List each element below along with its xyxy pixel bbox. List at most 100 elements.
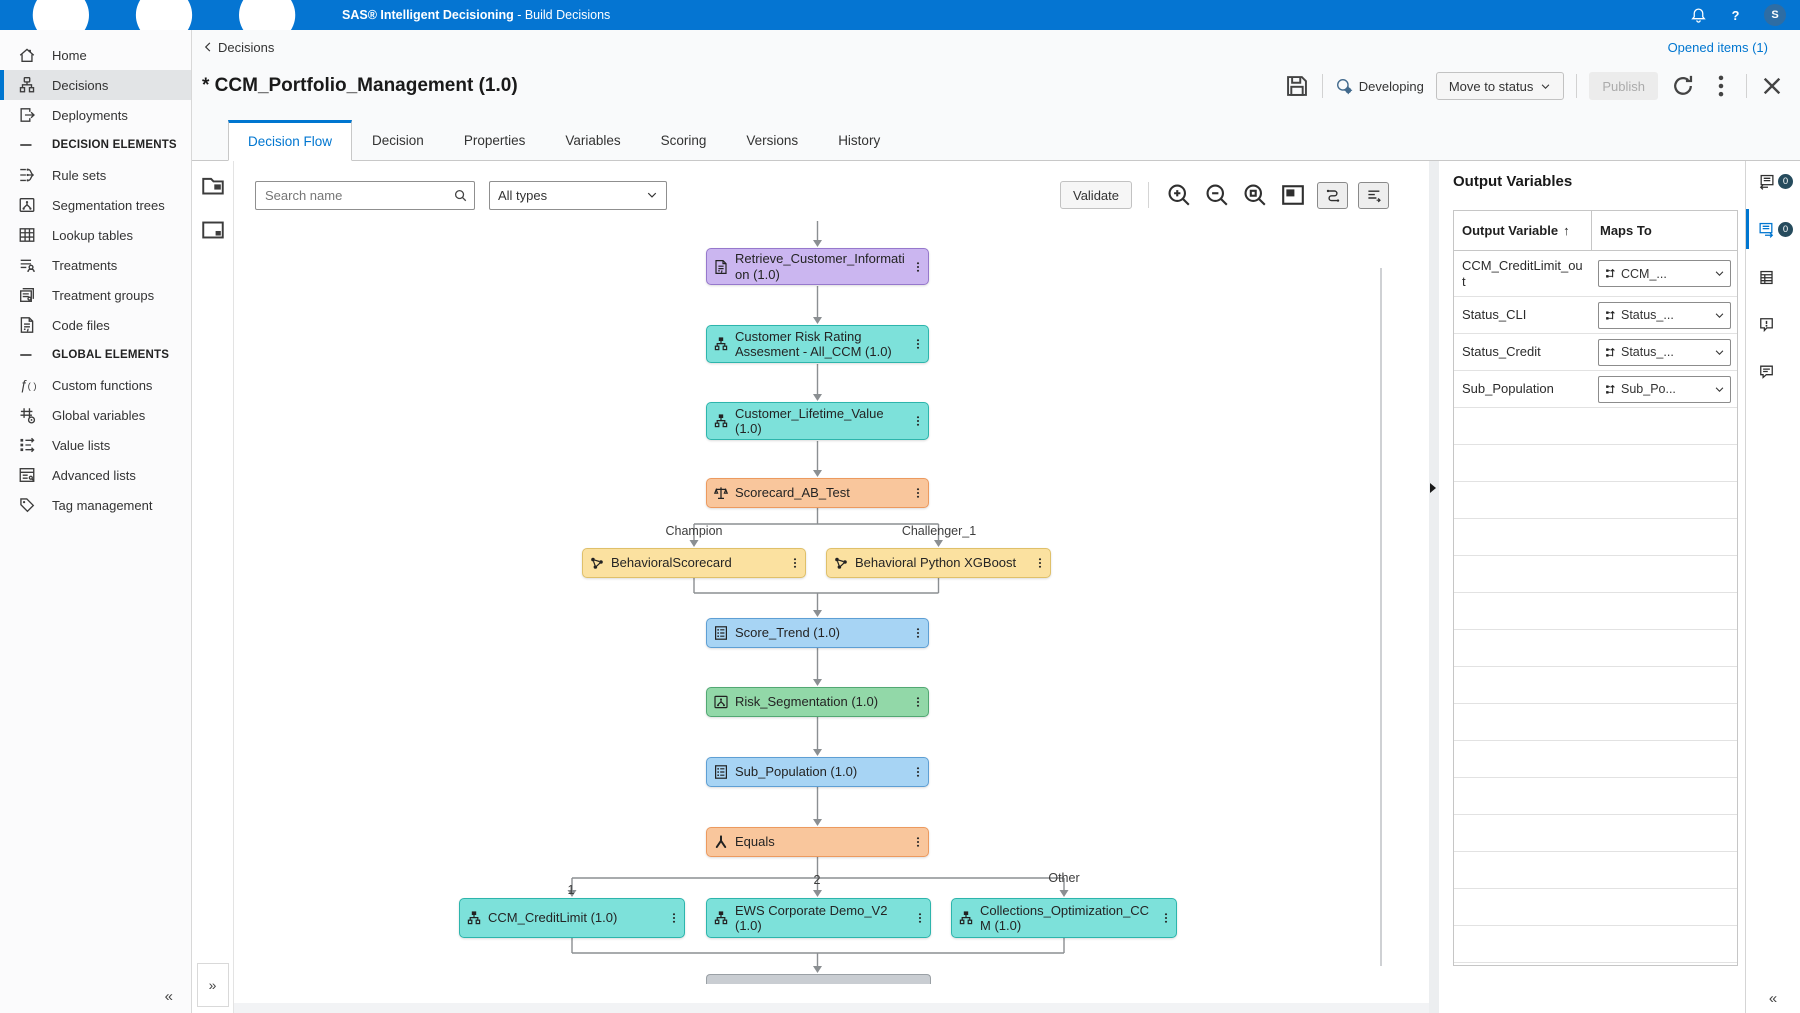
zoom-out-icon[interactable]: [1203, 181, 1231, 209]
node-menu-icon[interactable]: [912, 336, 924, 352]
rail-item-properties[interactable]: [1746, 261, 1800, 293]
align-layout-toggle[interactable]: [1358, 181, 1389, 209]
palette-expand-button[interactable]: »: [196, 963, 229, 1007]
close-icon[interactable]: [1759, 73, 1785, 99]
panel-splitter[interactable]: [1429, 161, 1439, 1013]
flow-node-collections-optimization-ccm-1-0[interactable]: Collections_Optimization_CCM (1.0): [951, 898, 1177, 938]
sidebar-item-treatments[interactable]: Treatments: [0, 250, 191, 280]
overview-toggle-icon[interactable]: [1279, 181, 1307, 209]
flow-layout-toggle[interactable]: [1317, 181, 1348, 209]
tab-decision-flow[interactable]: Decision Flow: [228, 120, 353, 161]
flow-node-risk-segmentation-1-0[interactable]: Risk_Segmentation (1.0): [706, 687, 929, 717]
node-menu-icon[interactable]: [789, 555, 801, 571]
sidebar-item-tag-management[interactable]: Tag management: [0, 490, 191, 520]
flow-node-customer-risk-rating-assesment-all-ccm-1-0[interactable]: Customer Risk Rating Assesment - All_CCM…: [706, 325, 929, 363]
node-menu-icon[interactable]: [912, 625, 924, 641]
sidebar-item-home[interactable]: Home: [0, 40, 191, 70]
maps-to-dropdown[interactable]: Status_...: [1598, 338, 1731, 366]
search-icon[interactable]: [453, 188, 468, 203]
sidebar-item-label: Treatments: [52, 257, 118, 273]
flow-node-behavioral-python-xgboost[interactable]: Behavioral Python XGBoost: [826, 548, 1051, 578]
zoom-in-icon[interactable]: [1165, 181, 1193, 209]
maps-to-dropdown[interactable]: Sub_Po...: [1598, 375, 1731, 403]
rail-item-comments[interactable]: [1746, 355, 1800, 387]
breadcrumb[interactable]: Decisions: [202, 40, 274, 55]
canvas-horizontal-scrollbar-track[interactable]: [234, 1003, 1429, 1013]
flow-node-score-trend-1-0[interactable]: Score_Trend (1.0): [706, 618, 929, 648]
rail-item-output-variables[interactable]: 0: [1746, 209, 1800, 249]
more-options-icon[interactable]: [1708, 73, 1734, 99]
sidebar-item-global-variables[interactable]: Global variables: [0, 400, 191, 430]
sidebar-item-treatment-groups[interactable]: Treatment groups: [0, 280, 191, 310]
node-menu-icon[interactable]: [914, 910, 926, 926]
user-avatar[interactable]: S: [1764, 4, 1786, 26]
sidebar-item-value-lists[interactable]: Value lists: [0, 430, 191, 460]
refresh-icon[interactable]: [1670, 73, 1696, 99]
maps-to-dropdown[interactable]: Status_...: [1598, 301, 1731, 329]
save-icon[interactable]: [1284, 73, 1310, 99]
branch-icon: [713, 834, 729, 850]
node-menu-icon[interactable]: [912, 694, 924, 710]
search-input[interactable]: [265, 187, 453, 203]
flow-node-sub-population-1-0[interactable]: Sub_Population (1.0): [706, 757, 929, 787]
panel-collapse-handle[interactable]: [1430, 483, 1436, 493]
rail-item-input-variables[interactable]: 0: [1746, 165, 1800, 197]
sidebar-item-decisions[interactable]: Decisions: [0, 70, 191, 100]
flow-node-ccm-creditlimit-1-0[interactable]: CCM_CreditLimit (1.0): [459, 898, 685, 938]
node-menu-icon[interactable]: [912, 485, 924, 501]
flow-node-behavioralscorecard[interactable]: BehavioralScorecard: [582, 548, 806, 578]
help-icon[interactable]: ?: [1727, 7, 1744, 24]
breadcrumb-label: Decisions: [218, 39, 275, 55]
table-row-empty: [1454, 889, 1737, 927]
flow-node-equals[interactable]: Equals: [706, 827, 929, 857]
objects-folder-icon[interactable]: [200, 173, 226, 199]
tab-decision[interactable]: Decision: [372, 133, 424, 148]
node-menu-icon[interactable]: [668, 910, 680, 926]
node-menu-icon[interactable]: [912, 259, 924, 275]
zoom-fit-icon[interactable]: [1241, 181, 1269, 209]
overview-image-icon[interactable]: [200, 217, 226, 243]
node-menu-icon[interactable]: [1160, 910, 1172, 926]
flow-node-customer-lifetime-value-1-0[interactable]: Customer_Lifetime_Value (1.0): [706, 402, 929, 440]
tab-variables[interactable]: Variables: [565, 133, 621, 148]
sidebar-item-lookup-tables[interactable]: Lookup tables: [0, 220, 191, 250]
rail-item-messages[interactable]: [1746, 308, 1800, 340]
opened-items-link[interactable]: Opened items (1): [1667, 39, 1768, 55]
tab-history[interactable]: History: [838, 133, 881, 148]
flow-node-retrieve-customer-information-1-0[interactable]: Retrieve_Customer_Information (1.0): [706, 248, 929, 285]
sidebar-item-deployments[interactable]: Deployments: [0, 100, 191, 130]
tab-properties[interactable]: Properties: [463, 133, 526, 148]
tab-versions[interactable]: Versions: [746, 133, 799, 148]
sidebar-collapse-button[interactable]: «: [164, 987, 173, 1005]
flow-node-label: Customer_Lifetime_Value (1.0): [735, 405, 884, 436]
flow-end-node-partial[interactable]: [706, 974, 931, 984]
validate-button[interactable]: Validate: [1059, 181, 1132, 209]
maps-to-dropdown[interactable]: CCM_...: [1598, 260, 1731, 288]
tab-scoring[interactable]: Scoring: [660, 133, 707, 148]
sidebar-item-rule-sets[interactable]: Rule sets: [0, 160, 191, 190]
sidebar-item-advanced-lists[interactable]: Advanced lists: [0, 460, 191, 490]
type-filter-select[interactable]: All types: [489, 180, 667, 210]
notifications-bell-icon[interactable]: [1690, 7, 1707, 24]
flow-node-scorecard-ab-test[interactable]: Scorecard_AB_Test: [706, 478, 929, 508]
canvas-vertical-scrollbar[interactable]: [1380, 268, 1382, 966]
sidebar-item-code-files[interactable]: Code files: [0, 310, 191, 340]
panel-collapse-button[interactable]: «: [1768, 989, 1778, 1007]
node-menu-icon[interactable]: [912, 413, 924, 429]
publish-button[interactable]: Publish: [1589, 72, 1658, 100]
move-to-status-button[interactable]: Move to status: [1435, 72, 1565, 100]
column-header-output-variable[interactable]: Output Variable ↑: [1454, 211, 1592, 250]
column-header-maps-to[interactable]: Maps To: [1600, 223, 1652, 238]
flow-node-ews-corporate-demo-v2-1-0[interactable]: EWS Corporate Demo_V2 (1.0): [706, 898, 931, 938]
flow-node-label: Risk_Segmentation (1.0): [735, 694, 879, 710]
sidebar-item-custom-functions[interactable]: ƒ( )Custom functions: [0, 370, 191, 400]
sidebar-item-segmentation-trees[interactable]: Segmentation trees: [0, 190, 191, 220]
node-menu-icon[interactable]: [912, 834, 924, 850]
decision-flow-canvas[interactable]: All types Validate: [234, 161, 1429, 1013]
node-menu-icon[interactable]: [912, 764, 924, 780]
node-menu-icon[interactable]: [1034, 555, 1046, 571]
